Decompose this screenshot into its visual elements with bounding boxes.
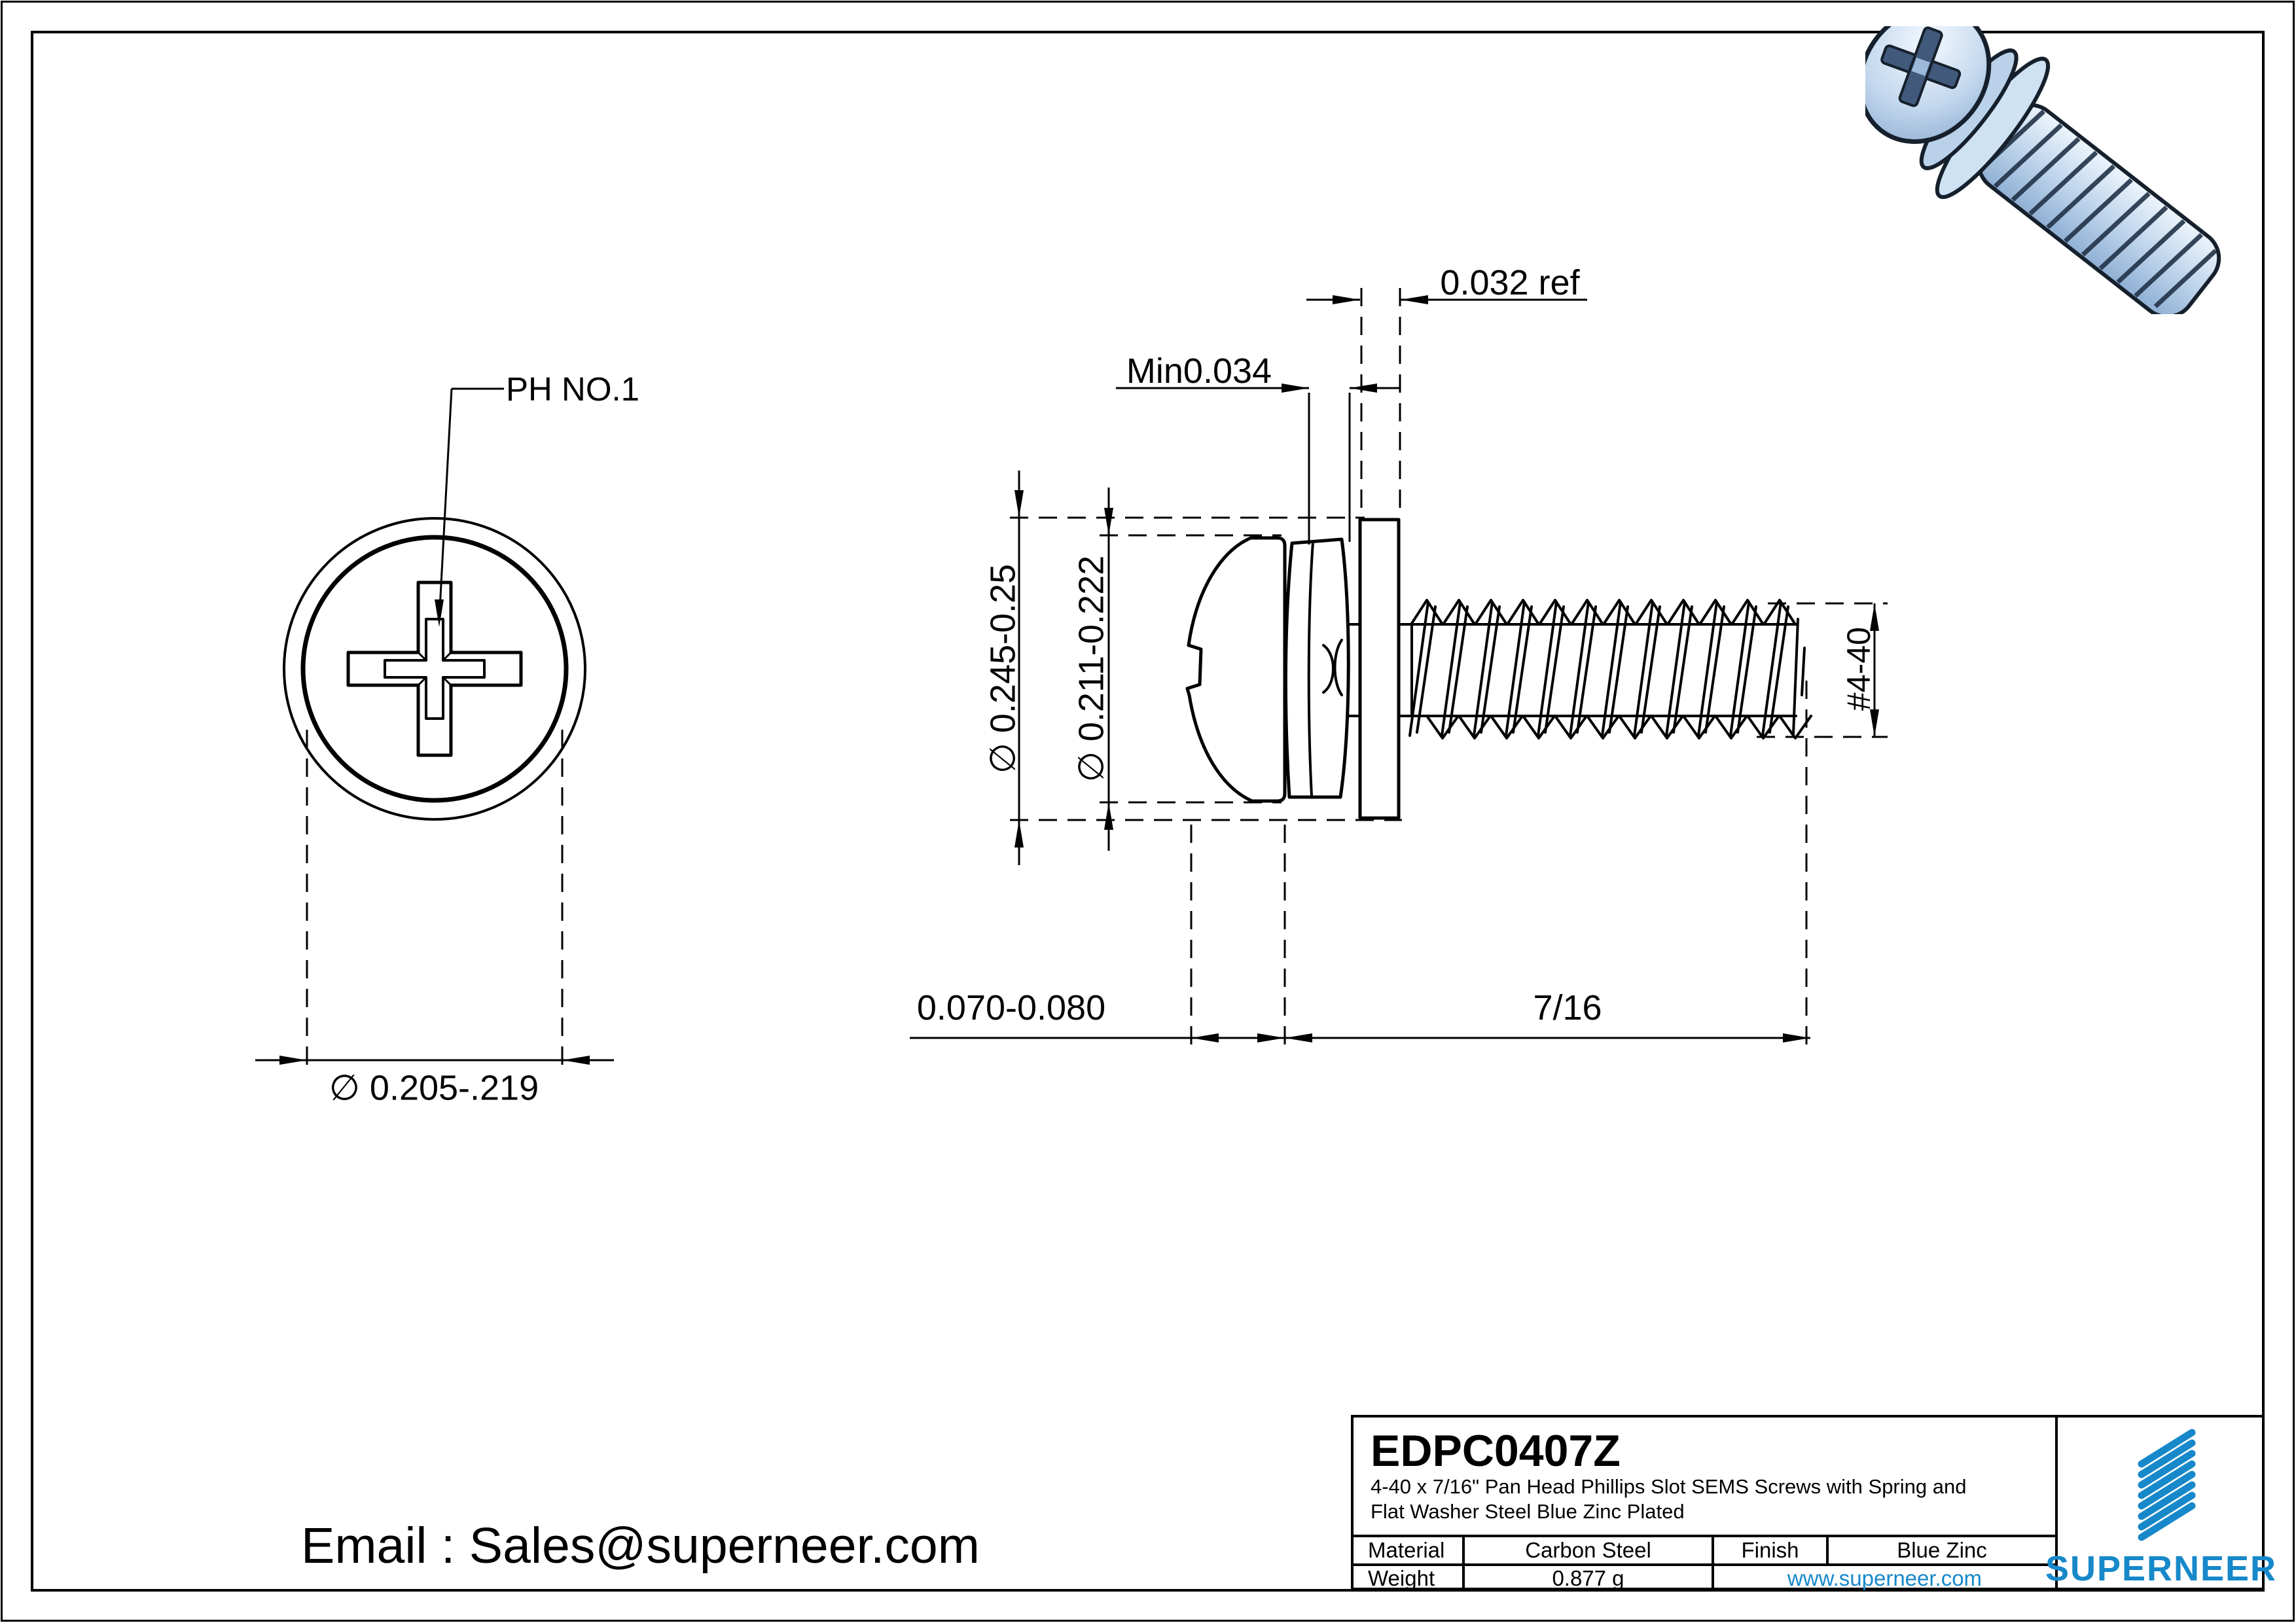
dim-head-top-diameter: ∅ 0.205-.219	[329, 1068, 539, 1108]
top-view-linework	[255, 387, 614, 1072]
flat-washer-profile	[1358, 518, 1401, 820]
dim-flat-washer-thickness: 0.032 ref	[1440, 263, 1580, 302]
weight-label: Weight	[1368, 1565, 1435, 1590]
recess-type-label: PH NO.1	[506, 370, 640, 408]
dim-spring-washer-min: Min0.034	[1126, 351, 1272, 391]
material-value: Carbon Steel	[1462, 1537, 1712, 1563]
dim-washer-od: ∅ 0.245-0.25	[983, 563, 1023, 774]
dim-thread-size: #4-40	[1840, 627, 1877, 711]
weight-value: 0.877 g	[1462, 1566, 1712, 1590]
spec-row-weight: Weight 0.877 g www.superneer.com	[1354, 1563, 2055, 1590]
finish-value: Blue Zinc	[1826, 1537, 2055, 1563]
part-description-line2: Flat Washer Steel Blue Zinc Plated	[1371, 1500, 1685, 1523]
phillips-cross-inner	[384, 618, 486, 720]
contact-email: Email : Sales@superneer.com	[301, 1518, 980, 1574]
thumb-spring-washer	[1919, 48, 2018, 170]
material-label: Material	[1368, 1538, 1445, 1562]
dim-head-height: 0.070-0.080	[916, 988, 1106, 1027]
head-profile	[1185, 536, 1287, 803]
side-view-linework	[910, 288, 1888, 1050]
dim-head-diameter: ∅ 0.211-0.222	[1071, 555, 1111, 783]
drawing-frame	[31, 31, 2265, 1592]
spring-washer-profile	[1283, 537, 1350, 799]
part-description-line1: 4-40 x 7/16" Pan Head Phillips Slot SEMS…	[1371, 1475, 1967, 1498]
thumb-flat-washer	[1935, 56, 2051, 200]
spec-row-material: Material Carbon Steel Finish Blue Zinc	[1354, 1535, 2055, 1563]
thumb-phillips-cross	[1880, 26, 1962, 107]
head-outline-circle	[300, 535, 569, 803]
thumb-thread-stripes	[1976, 109, 2217, 308]
finish-label: Finish	[1712, 1537, 1826, 1563]
part-number: EDPC0407Z	[1371, 1426, 1621, 1476]
website-link[interactable]: www.superneer.com	[1712, 1566, 2055, 1590]
title-block: EDPC0407Z 4-40 x 7/16" Pan Head Phillips…	[1351, 1415, 2276, 1590]
spec-table: Material Carbon Steel Finish Blue Zinc W…	[1354, 1535, 2055, 1590]
leader-arrow	[435, 599, 444, 627]
screw-3d-render	[1865, 26, 2221, 314]
dim-thread-length: 7/16	[1533, 988, 1602, 1027]
thread-teeth	[1408, 599, 1812, 740]
logo-stripes-icon	[2138, 1429, 2196, 1541]
logo-cell: SUPERNEER	[2045, 1418, 2276, 1588]
washer-outline-circle	[283, 517, 586, 821]
brand-name: SUPERNEER	[2045, 1549, 2278, 1588]
